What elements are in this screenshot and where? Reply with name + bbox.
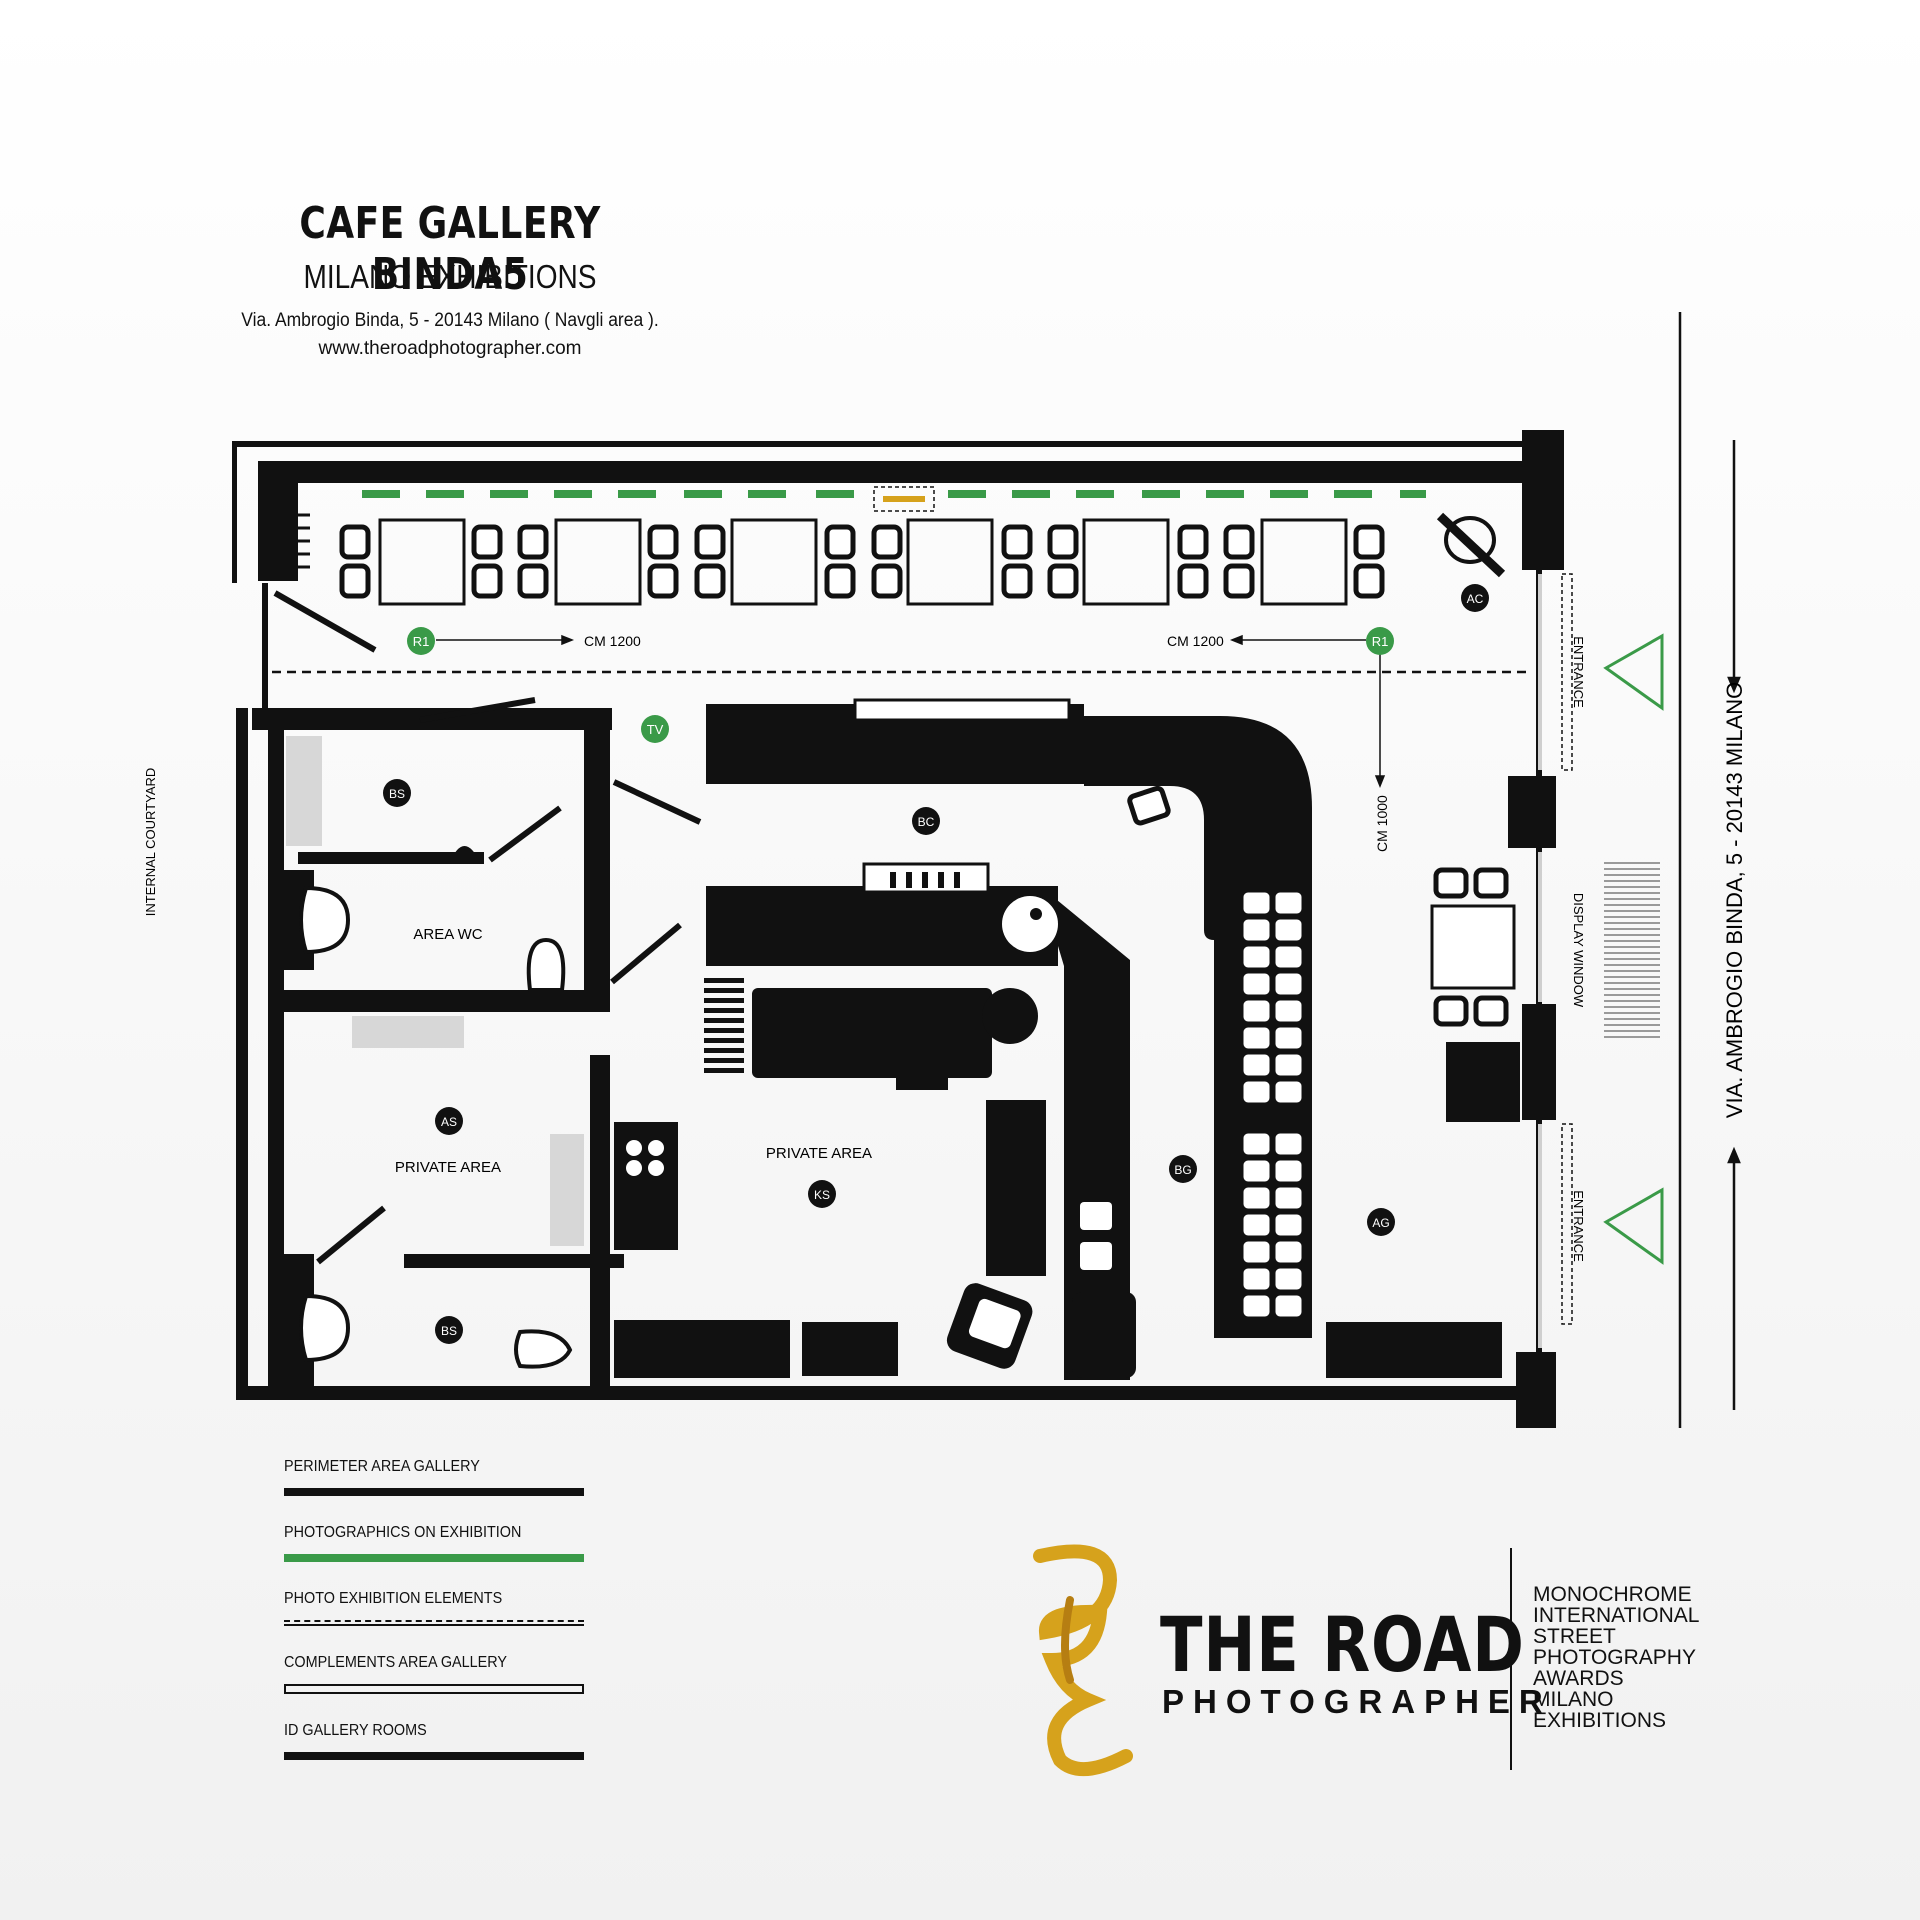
brand-tagline-line: PHOTOGRAPHY bbox=[1533, 1646, 1696, 1669]
marker-bc: BC bbox=[912, 807, 940, 835]
dimension-left-label: CM 1200 bbox=[584, 633, 641, 649]
gray-fixtures bbox=[286, 736, 584, 1246]
perimeter-walls bbox=[232, 430, 1564, 1428]
radiator bbox=[284, 513, 310, 569]
brand-tagline-line: STREET bbox=[1533, 1625, 1616, 1648]
coffee-machine-icon bbox=[946, 1283, 1033, 1369]
coat-stand-icon bbox=[1436, 512, 1506, 578]
brand-tagline-line: INTERNATIONAL bbox=[1533, 1604, 1700, 1627]
page-title: CAFE GALLERY BINDA5 bbox=[299, 198, 601, 300]
legend-item: PERIMETER AREA GALLERY bbox=[284, 1458, 584, 1496]
courtyard-label: INTERNAL COURTYARD bbox=[143, 768, 158, 917]
marker-ac: AC bbox=[1461, 584, 1489, 612]
room-walls bbox=[252, 708, 624, 1398]
legend-label: ID GALLERY ROOMS bbox=[284, 1722, 427, 1739]
legend-swatch-solid-green bbox=[284, 1554, 584, 1562]
featured-photo bbox=[873, 486, 935, 512]
svg-text:KS: KS bbox=[814, 1188, 830, 1202]
brand-name: THE ROAD bbox=[1160, 1600, 1525, 1689]
entrance-bottom-icon bbox=[1603, 1187, 1664, 1265]
dimension-vertical-label: CM 1000 bbox=[1374, 795, 1390, 852]
brand-tagline-line: MONOCHROME bbox=[1533, 1583, 1692, 1606]
entrance-top-icon bbox=[1603, 633, 1664, 711]
legend-label: PHOTOGRAPHICS ON EXHIBITION bbox=[284, 1524, 522, 1541]
room-label-area-wc: AREA WC bbox=[413, 926, 482, 943]
photographics-on-exhibition bbox=[362, 490, 1426, 498]
legend-swatch-outline bbox=[284, 1684, 584, 1694]
sink-icon bbox=[1002, 896, 1058, 952]
page-subtitle: MILANO EXHIBITIONS bbox=[303, 258, 597, 295]
marker-bs-top: BS bbox=[383, 779, 411, 807]
legend-swatch-dashed bbox=[284, 1620, 584, 1626]
sanitary-fixtures bbox=[299, 885, 573, 1369]
svg-text:BS: BS bbox=[441, 1324, 457, 1338]
svg-text:BC: BC bbox=[918, 815, 935, 829]
display-window-label: DISPLAY WINDOW bbox=[1571, 893, 1586, 1008]
address: Via. Ambrogio Binda, 5 - 20143 Milano ( … bbox=[241, 310, 659, 331]
entrance-bottom-label: ENTRANCE bbox=[1571, 1190, 1586, 1262]
entrance-door-frames bbox=[1561, 573, 1573, 1325]
display-window-hatch bbox=[1604, 862, 1660, 1038]
brand-tagline-line: MILANO bbox=[1533, 1688, 1614, 1711]
svg-text:AC: AC bbox=[1467, 592, 1484, 606]
bottle-rail bbox=[890, 872, 960, 888]
street-label: VIA. AMBROGIO BINDA, 5 - 20143 MILANO bbox=[1722, 682, 1747, 1118]
marker-as: AS bbox=[435, 1107, 463, 1135]
dishwasher-slots bbox=[704, 978, 744, 1073]
dimension-right-label: CM 1200 bbox=[1167, 633, 1224, 649]
svg-text:AS: AS bbox=[441, 1115, 457, 1129]
marker-bg: BG bbox=[1169, 1155, 1197, 1183]
marker-r1-left: R1 bbox=[407, 627, 435, 655]
marker-bs-bottom: BS bbox=[435, 1316, 463, 1344]
kitchen-fixtures bbox=[614, 988, 1520, 1378]
brand-tagline: MONOCHROME INTERNATIONAL STREET PHOTOGRA… bbox=[1533, 1584, 1699, 1731]
doors bbox=[273, 590, 702, 1265]
legend-swatch-solid-black bbox=[284, 1488, 584, 1496]
legend: PERIMETER AREA GALLERY PHOTOGRAPHICS ON … bbox=[284, 1458, 584, 1760]
legend-swatch-solid-black bbox=[284, 1752, 584, 1760]
legend-label: COMPLEMENTS AREA GALLERY bbox=[284, 1654, 508, 1671]
table-row bbox=[378, 518, 1348, 606]
legend-item: COMPLEMENTS AREA GALLERY bbox=[284, 1654, 584, 1694]
marker-r1-right: R1 bbox=[1366, 627, 1394, 655]
heater bbox=[1512, 782, 1532, 834]
register-icon bbox=[1127, 785, 1171, 826]
svg-text:R1: R1 bbox=[413, 634, 430, 649]
room-label-private-center: PRIVATE AREA bbox=[766, 1145, 872, 1162]
svg-text:BS: BS bbox=[389, 787, 405, 801]
legend-label: PHOTO EXHIBITION ELEMENTS bbox=[284, 1590, 503, 1607]
legend-item: PHOTOGRAPHICS ON EXHIBITION bbox=[284, 1524, 584, 1562]
brand-tagline-line: EXHIBITIONS bbox=[1533, 1709, 1667, 1732]
legend-item: ID GALLERY ROOMS bbox=[284, 1722, 584, 1760]
bar-stools bbox=[1243, 892, 1302, 1317]
svg-text:R1: R1 bbox=[1372, 634, 1389, 649]
window-table bbox=[1430, 904, 1516, 990]
room-label-private-left: PRIVATE AREA bbox=[395, 1159, 501, 1176]
brand-divider bbox=[1510, 1548, 1512, 1770]
svg-text:AG: AG bbox=[1372, 1216, 1389, 1230]
marker-tv: TV bbox=[641, 715, 669, 743]
legend-item: PHOTO EXHIBITION ELEMENTS bbox=[284, 1590, 584, 1626]
svg-text:TV: TV bbox=[647, 722, 664, 737]
brand-swirl-logo bbox=[1033, 1544, 1133, 1777]
entrance-top-label: ENTRANCE bbox=[1571, 636, 1586, 708]
brand-tagline-line: AWARDS bbox=[1533, 1667, 1624, 1690]
stove-icon bbox=[626, 1140, 664, 1176]
marker-ks: KS bbox=[808, 1180, 836, 1208]
svg-text:BG: BG bbox=[1174, 1163, 1191, 1177]
street-line bbox=[1678, 312, 1741, 1428]
website-link[interactable]: www.theroadphotographer.com bbox=[318, 338, 582, 359]
brand-subtitle: PHOTOGRAPHER bbox=[1162, 1683, 1552, 1720]
marker-ag: AG bbox=[1367, 1208, 1395, 1236]
chairs bbox=[339, 524, 1385, 599]
dimension-arrows bbox=[436, 634, 1386, 789]
legend-label: PERIMETER AREA GALLERY bbox=[284, 1458, 480, 1475]
